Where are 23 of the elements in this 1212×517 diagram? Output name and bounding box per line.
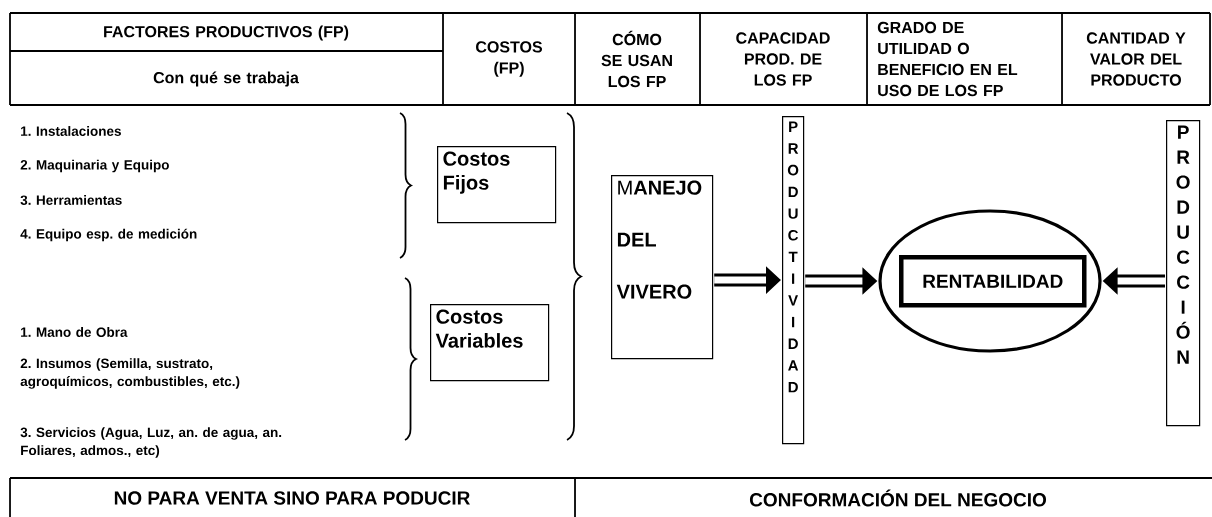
column-heading: CAPACIDAD PROD. DE LOS FP xyxy=(736,32,830,86)
column-heading: CÓMO SE USAN LOS FP xyxy=(601,30,672,88)
column-heading: FACTORES PRODUCTIVOS (FP) xyxy=(104,25,349,41)
column-heading: Con qué se trabaja xyxy=(153,71,299,87)
column-heading: COSTOS (FP) xyxy=(476,41,542,77)
list-item: 1. Instalaciones xyxy=(21,126,121,136)
process-box: MANEJO DEL VIVERO xyxy=(611,175,714,360)
vertical-text-box: PRODUCCIÓN xyxy=(1166,120,1201,427)
cost-box: Costos Variables xyxy=(430,304,550,382)
vertical-text-box: PRODUCTIVIDAD xyxy=(782,116,805,445)
list-item: 2. Maquinaria y Equipo xyxy=(20,159,169,173)
list-item: 3. Servicios (Agua, Luz, an. de agua, an. Foliares, admos., etc) xyxy=(20,427,282,458)
list-item: 1. Mano de Obra xyxy=(21,327,128,337)
column-heading: GRADO DE UTILIDAD O BENEFICIO EN EL USO DE LOS FP xyxy=(877,21,1018,97)
column-heading: CANTIDAD Y VALOR DEL PRODUCTO xyxy=(1086,32,1186,86)
footer-heading: NO PARA VENTA SINO PARA PODUCIR xyxy=(114,491,470,505)
footer-heading: CONFORMACIÓN DEL NEGOCIO xyxy=(749,489,1046,507)
cost-box: Costos Fijos xyxy=(437,146,557,224)
list-item: 3. Herramientas xyxy=(20,195,122,205)
ellipse xyxy=(878,209,1102,353)
result-box: RENTABILIDAD xyxy=(899,255,1087,308)
list-item: 4. Equipo esp. de medición xyxy=(20,228,197,242)
list-item: 2. Insumos (Semilla, sustrato, agroquímicos, combustibles, etc.) xyxy=(20,358,240,389)
